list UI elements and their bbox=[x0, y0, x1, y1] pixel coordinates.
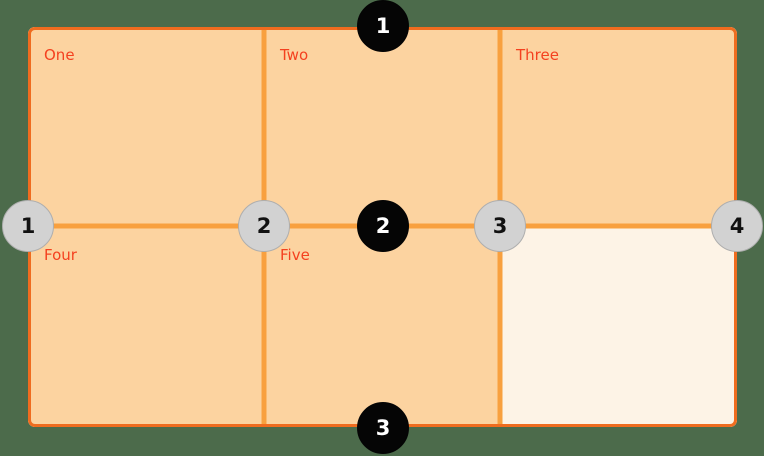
cell-label-five: Five bbox=[280, 246, 310, 264]
cell-fill-row-1 bbox=[28, 27, 737, 226]
row-marker-3[interactable]: 3 bbox=[357, 402, 409, 454]
column-marker-3[interactable]: 3 bbox=[474, 200, 526, 252]
row-marker-1[interactable]: 1 bbox=[357, 0, 409, 52]
cell-label-two: Two bbox=[280, 46, 309, 64]
cell-label-three: Three bbox=[516, 46, 559, 64]
cell-fill-row-2-col-1 bbox=[28, 226, 264, 427]
cell-fill-row-2-col-3-empty bbox=[500, 226, 737, 427]
column-marker-1[interactable]: 1 bbox=[2, 200, 54, 252]
cell-label-four: Four bbox=[44, 246, 77, 264]
row-marker-2[interactable]: 2 bbox=[357, 200, 409, 252]
column-marker-2[interactable]: 2 bbox=[238, 200, 290, 252]
column-marker-4[interactable]: 4 bbox=[711, 200, 763, 252]
grid-background bbox=[28, 27, 737, 427]
cell-fill-row-2-col-2 bbox=[264, 226, 500, 427]
cell-label-one: One bbox=[44, 46, 75, 64]
layout-grid[interactable]: One Two Three Four Five bbox=[28, 27, 737, 427]
